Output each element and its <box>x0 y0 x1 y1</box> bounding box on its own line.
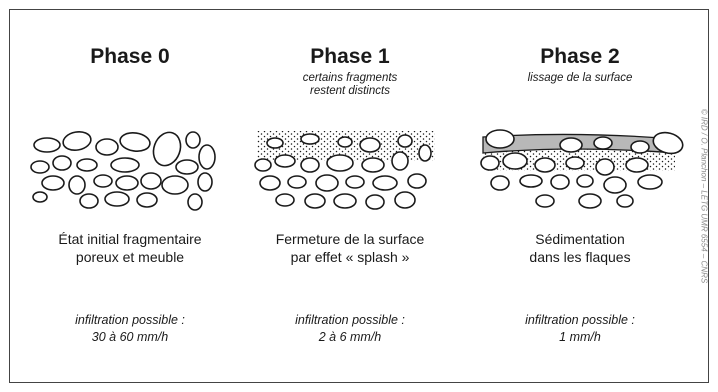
phase-0-description: État initial fragmentaire poreux et meub… <box>58 231 202 265</box>
phase-2-soil-sketch <box>480 129 684 209</box>
diagram-frame: Phase 0 <box>9 9 709 383</box>
credit-text: © IRD / O. Planchon – LETG UMR 6554 – CN… <box>699 108 709 284</box>
credit-strip: © IRD / O. Planchon – LETG UMR 6554 – CN… <box>698 10 709 382</box>
phase-1-description: Fermeture de la surface par effet « spla… <box>275 231 425 265</box>
phase-2-subtitle: lissage de la surface <box>527 72 633 84</box>
phase-0-title: Phase 0 <box>90 45 170 68</box>
phase-1-infiltration: infiltration possible : 2 à 6 mm/h <box>295 313 405 344</box>
phase-1-panel: Phase 1 certains fragments restent disti… <box>245 10 455 382</box>
phase-0-soil-sketch <box>30 131 216 211</box>
phase-1-soil-sketch <box>254 131 435 210</box>
phase-0-panel: Phase 0 <box>25 10 235 382</box>
phase-0-infiltration: infiltration possible : 30 à 60 mm/h <box>75 313 185 344</box>
phase-2-description: Sédimentation dans les flaques <box>529 231 631 265</box>
phase-2-infiltration: infiltration possible : 1 mm/h <box>525 313 635 344</box>
phase-1-title: Phase 1 <box>310 45 390 68</box>
phase-1-subtitle: certains fragments restent distincts <box>302 72 398 97</box>
phase-2-panel: Phase 2 lissage de la surface <box>475 10 685 382</box>
phase-2-title: Phase 2 <box>540 45 620 68</box>
